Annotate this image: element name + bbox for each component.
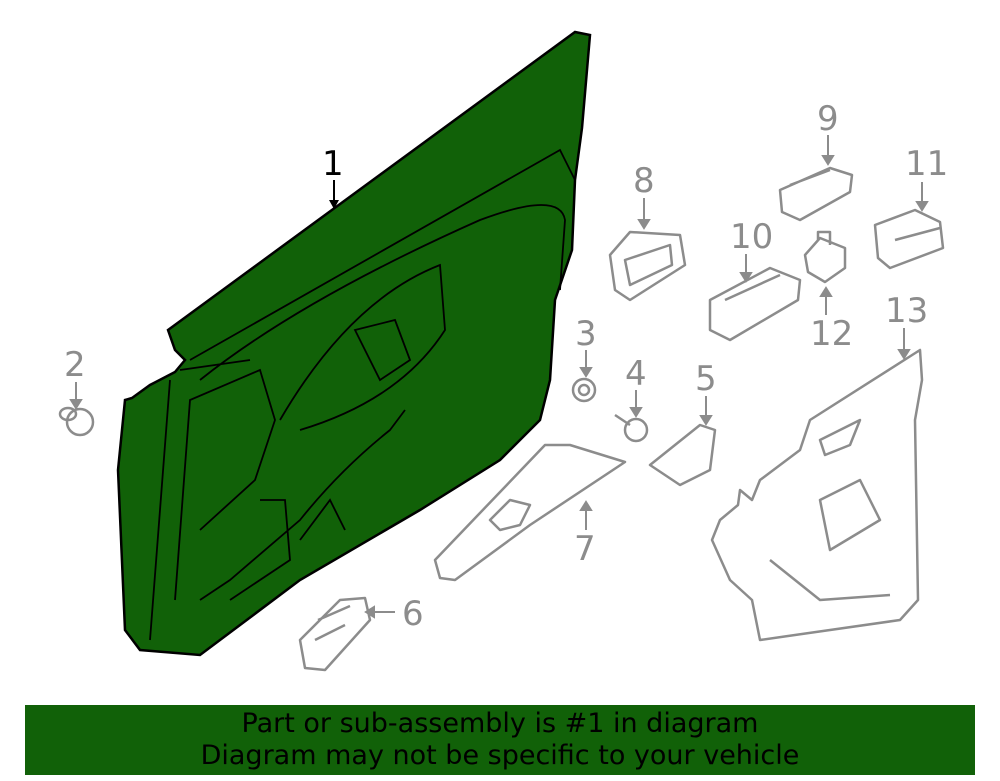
callout-6: 6 — [402, 594, 424, 634]
callout-10: 10 — [730, 217, 773, 257]
callout-5: 5 — [695, 359, 717, 399]
part-5-cover[interactable] — [648, 423, 717, 487]
part-13-door-panel-insulator[interactable] — [710, 348, 924, 642]
part-8-switch[interactable] — [608, 230, 687, 302]
part-3-nut[interactable] — [571, 377, 597, 403]
part-7-switch-bezel[interactable] — [433, 443, 627, 582]
callout-8: 8 — [633, 161, 655, 201]
disclaimer-banner: Part or sub-assembly is #1 in diagram Di… — [25, 705, 975, 775]
callout-12: 12 — [810, 314, 853, 354]
banner-line-1: Part or sub-assembly is #1 in diagram — [241, 708, 759, 739]
part-6-bracket[interactable] — [298, 596, 372, 672]
callout-7: 7 — [574, 529, 596, 569]
part-1-door-trim-panel[interactable] — [116, 30, 592, 657]
part-9-window-switch[interactable] — [778, 166, 854, 222]
part-2-clip[interactable] — [58, 406, 95, 437]
part-12-switch[interactable] — [803, 230, 847, 284]
callout-11: 11 — [905, 144, 948, 184]
callout-13: 13 — [885, 291, 928, 331]
callout-3: 3 — [575, 314, 597, 354]
part-11-switch[interactable] — [873, 208, 945, 270]
part-4-screw[interactable] — [614, 413, 649, 443]
callout-2: 2 — [64, 345, 86, 385]
banner-line-2: Diagram may not be specific to your vehi… — [200, 740, 800, 771]
callout-4: 4 — [625, 354, 647, 394]
callout-1: 1 — [322, 144, 344, 184]
callout-9: 9 — [817, 99, 839, 139]
part-10-master-switch[interactable] — [708, 266, 802, 342]
